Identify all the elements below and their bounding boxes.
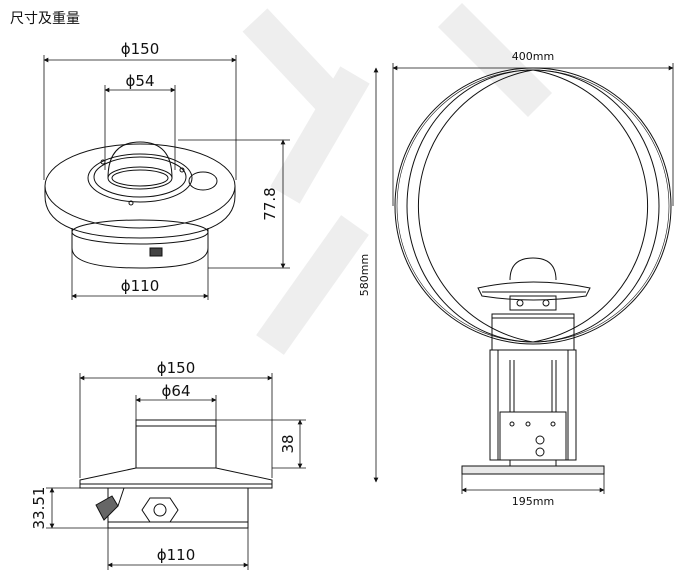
top-height-label: 77.8 (261, 187, 279, 220)
assembly-view (394, 67, 672, 475)
top-view-dimensions (43, 55, 290, 300)
watermark (242, 2, 553, 355)
assembly-width-label: 400mm (512, 50, 554, 63)
side-base-diameter-label: ϕ110 (157, 546, 196, 564)
side-top-diameter-label: ϕ64 (162, 382, 191, 400)
top-outer-diameter-label: ϕ150 (121, 40, 160, 58)
top-view (44, 141, 236, 269)
side-lower-height-label: 33.51 (30, 487, 48, 530)
assembly-dimensions (373, 63, 674, 494)
page-title: 尺寸及重量 (10, 11, 80, 27)
side-view (79, 419, 273, 529)
side-outer-diameter-label: ϕ150 (157, 359, 196, 377)
assembly-base-width-label: 195mm (512, 495, 554, 508)
assembly-height-label: 580mm (358, 254, 371, 296)
top-base-diameter-label: ϕ110 (121, 277, 160, 295)
top-dome-diameter-label: ϕ54 (126, 72, 155, 90)
side-top-height-label: 38 (279, 434, 297, 453)
side-view-dimensions (46, 373, 306, 570)
